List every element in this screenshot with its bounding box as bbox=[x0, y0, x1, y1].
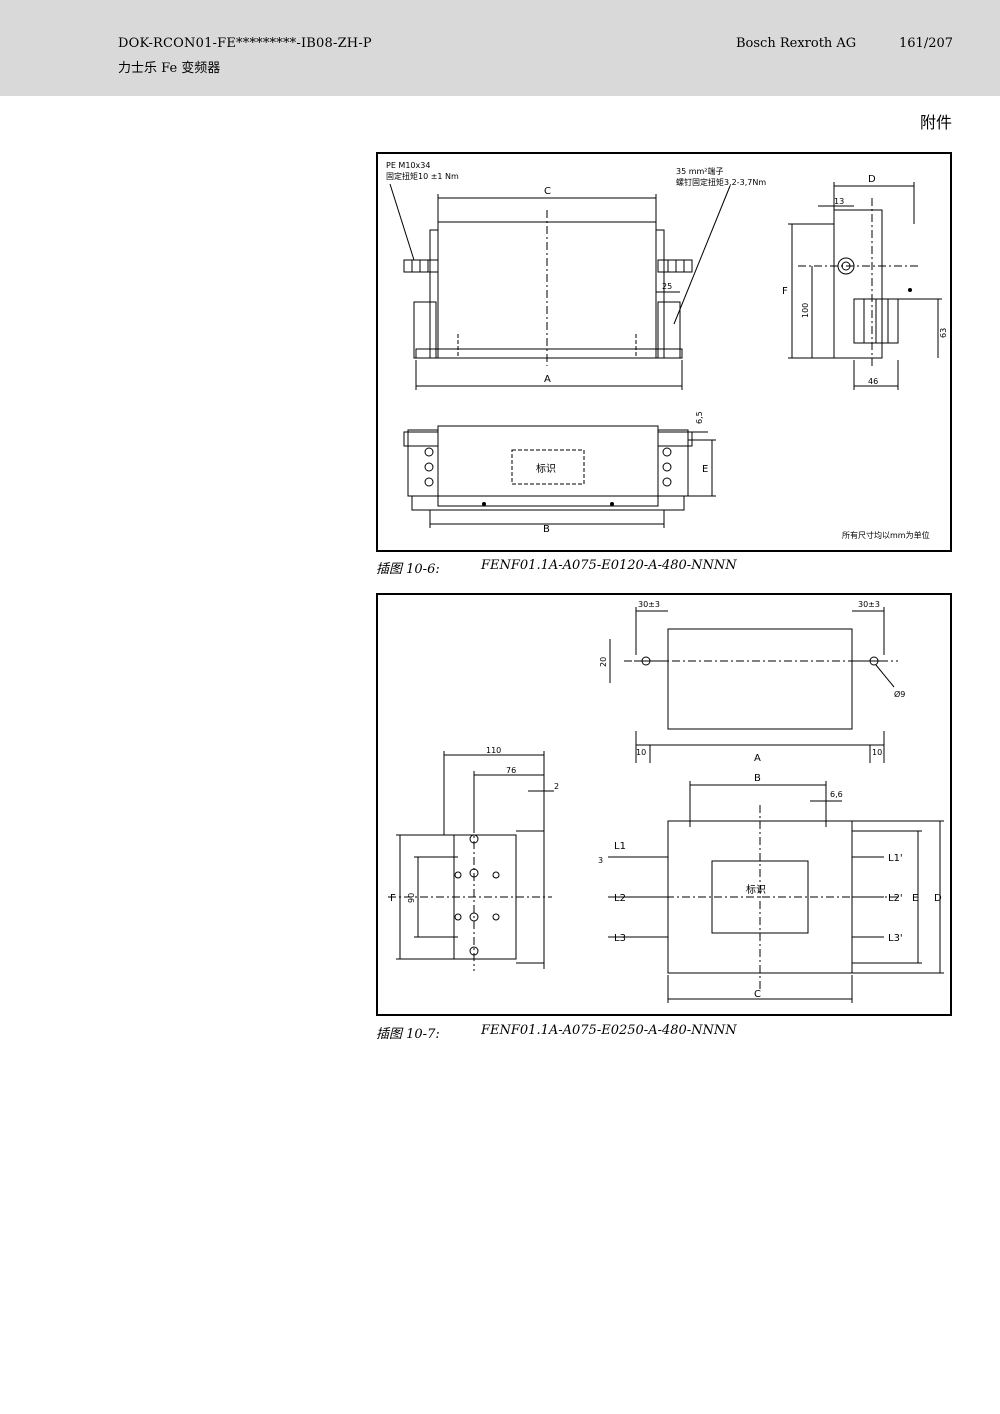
dim-10-right: 10 bbox=[872, 748, 882, 757]
dim-90: 90 bbox=[407, 893, 416, 903]
dim-25: 25 bbox=[662, 282, 672, 291]
figure-10-7-caption-text: FENF01.1A-A075-E0250-A-480-NNNN bbox=[481, 1023, 737, 1038]
dim-30-left: 30±3 bbox=[638, 600, 660, 609]
dim-63: 63 bbox=[939, 328, 948, 338]
dim-c-2: C bbox=[754, 989, 761, 1000]
dim-f-2: F bbox=[390, 893, 396, 904]
figure-10-6-caption-text: FENF01.1A-A075-E0120-A-480-NNNN bbox=[481, 558, 737, 573]
dim-110: 110 bbox=[486, 746, 501, 755]
dim-c-front: C bbox=[544, 186, 551, 197]
figure-10-7-svg: 30±3 30±3 20 Ø9 10 10 A B 6,6 C D E 标识 L… bbox=[388, 600, 944, 1003]
figure-10-6-drawing: PE M10x34 固定扭矩10 ±1 Nm 35 mm²端子 螺钉固定扭矩3,… bbox=[376, 152, 952, 552]
document-id: DOK-RCON01-FE*********-IB08-ZH-P bbox=[118, 36, 372, 51]
dim-2: 2 bbox=[554, 782, 559, 791]
dim-e-top: E bbox=[702, 464, 708, 475]
dim-3: 3 bbox=[598, 856, 603, 865]
dim-6-6: 6,6 bbox=[830, 790, 843, 799]
filter-body-top-2 bbox=[667, 628, 853, 730]
dim-76: 76 bbox=[506, 766, 516, 775]
dim-46: 46 bbox=[868, 377, 878, 386]
dim-100: 100 bbox=[801, 303, 810, 318]
dim-30-right: 30±3 bbox=[858, 600, 880, 609]
section-title: 附件 bbox=[919, 113, 952, 132]
label-text-2: 标识 bbox=[746, 884, 766, 896]
terminal-label-1: 35 mm²端子 bbox=[676, 166, 724, 176]
dim-d-2: D bbox=[934, 893, 942, 904]
dim-13: 13 bbox=[834, 197, 844, 206]
terminal-l2: L2 bbox=[614, 893, 626, 904]
terminal-l3-prime: L3' bbox=[888, 933, 903, 944]
dim-e-2: E bbox=[912, 893, 918, 904]
terminal-l2-prime: L2' bbox=[888, 893, 903, 904]
dim-20: 20 bbox=[599, 657, 608, 667]
dim-phi9: Ø9 bbox=[894, 689, 905, 699]
dim-a-front: A bbox=[544, 374, 551, 385]
filter-body-side bbox=[833, 209, 883, 359]
units-note: 所有尺寸均以mm为单位 bbox=[842, 530, 930, 540]
page-number: 161/207 bbox=[899, 36, 954, 51]
dim-b-2: B bbox=[754, 773, 761, 784]
label-area bbox=[511, 449, 585, 485]
figure-10-7-drawing: 30±3 30±3 20 Ø9 10 10 A B 6,6 C D E 标识 L… bbox=[376, 593, 952, 1016]
dim-f-side: F bbox=[782, 286, 788, 297]
figure-10-6-svg: PE M10x34 固定扭矩10 ±1 Nm 35 mm²端子 螺钉固定扭矩3,… bbox=[386, 161, 948, 540]
pe-label-2: 固定扭矩10 ±1 Nm bbox=[386, 171, 459, 181]
dim-6-5: 6,5 bbox=[695, 411, 704, 424]
company-name: Bosch Rexroth AG bbox=[736, 36, 857, 51]
terminal-l3: L3 bbox=[614, 933, 626, 944]
dim-d-side: D bbox=[868, 174, 876, 185]
page-header: DOK-RCON01-FE*********-IB08-ZH-P 力士乐 Fe … bbox=[0, 0, 1000, 96]
dim-a-2: A bbox=[754, 753, 761, 764]
pe-label-1: PE M10x34 bbox=[386, 161, 430, 170]
document-subtitle: 力士乐 Fe 变频器 bbox=[118, 61, 221, 76]
terminal-l1: L1 bbox=[614, 841, 626, 852]
terminal-l1-prime: L1' bbox=[888, 853, 903, 864]
terminal-label-2: 螺钉固定扭矩3,2-3,7Nm bbox=[676, 177, 766, 187]
figure-10-6-caption-label: 插图 10-6: bbox=[376, 562, 440, 577]
dim-10-left: 10 bbox=[636, 748, 646, 757]
label-text: 标识 bbox=[536, 463, 556, 475]
dim-b-top: B bbox=[543, 524, 550, 535]
figure-10-7-caption-label: 插图 10-7: bbox=[376, 1027, 440, 1042]
